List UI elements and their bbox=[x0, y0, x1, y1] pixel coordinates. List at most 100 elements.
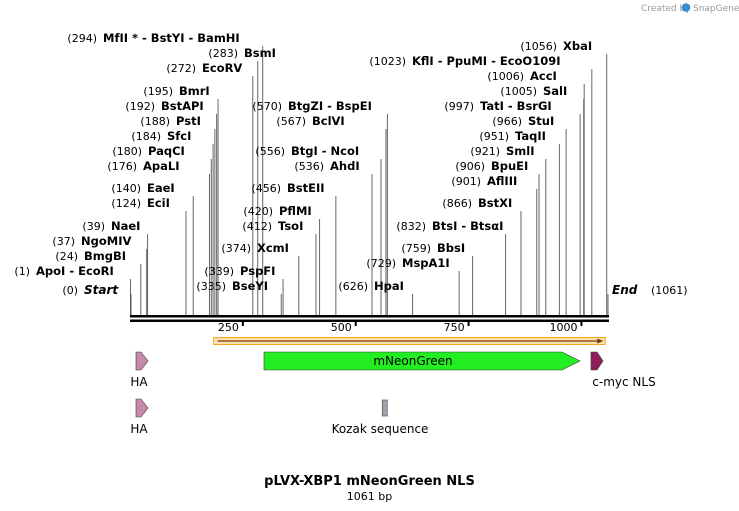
site-bstxi-position: (866) bbox=[442, 197, 472, 210]
site-bstxi-label[interactable]: BstXI bbox=[478, 196, 512, 210]
site-bsmi-position: (283) bbox=[208, 47, 238, 60]
site-bsmi-label[interactable]: BsmI bbox=[244, 46, 276, 60]
site-btsi-bts-i-position: (832) bbox=[396, 220, 426, 233]
site-xbai-label[interactable]: XbaI bbox=[563, 39, 592, 53]
site-btgi-ncoi-position: (556) bbox=[255, 145, 285, 158]
cut-site-lines bbox=[130, 46, 609, 315]
site-mspa1i-label[interactable]: MspA1I bbox=[402, 256, 450, 270]
site-btgzi-bspei-position: (570) bbox=[252, 100, 282, 113]
site-naei-label[interactable]: NaeI bbox=[111, 219, 140, 233]
site-ngomiv-position: (37) bbox=[52, 235, 75, 248]
site-paqci-label[interactable]: PaqCI bbox=[148, 144, 185, 158]
site-mfii-bstyi-bamhi-position: (294) bbox=[67, 32, 97, 45]
feature-ha-1[interactable] bbox=[135, 351, 149, 371]
ruler-tick-label: 500 bbox=[331, 321, 352, 334]
site-apoi-ecori-label[interactable]: ApoI - EcoRI bbox=[36, 264, 114, 278]
site-smli-position: (921) bbox=[470, 145, 500, 158]
site-ecii-position: (124) bbox=[111, 197, 141, 210]
orf-track bbox=[213, 337, 606, 345]
site-apoi-ecori-position: (1) bbox=[14, 265, 30, 278]
backbone-top-strand bbox=[130, 315, 609, 318]
site-pflmi-position: (420) bbox=[243, 205, 273, 218]
feature-kozak[interactable] bbox=[381, 399, 388, 417]
site-tati-bsrgi-position: (997) bbox=[444, 100, 474, 113]
end-label: End bbox=[612, 283, 638, 297]
backbone-bottom-strand bbox=[130, 319, 609, 322]
site-afliii-position: (901) bbox=[451, 175, 481, 188]
site-paqci-position: (180) bbox=[112, 145, 142, 158]
site-ecii-label[interactable]: EciI bbox=[147, 196, 170, 210]
site-psti-position: (188) bbox=[140, 115, 170, 128]
site-smli-label[interactable]: SmlI bbox=[506, 144, 535, 158]
site-apali-label[interactable]: ApaLI bbox=[143, 159, 180, 173]
site-pflmi-label[interactable]: PflMI bbox=[279, 204, 312, 218]
start-label: Start bbox=[84, 283, 119, 297]
site-bsteii-position: (456) bbox=[251, 182, 281, 195]
feature-ha-1-label: HA bbox=[130, 375, 148, 389]
snapgene-logo-icon bbox=[681, 3, 691, 12]
feature-mneongreen[interactable] bbox=[263, 351, 581, 371]
feature-c-myc-nls-label: c-myc NLS bbox=[592, 375, 655, 389]
cut-site-labels: (294) MfII * - BstYI - BamHI (283) BsmI (272… bbox=[14, 31, 687, 297]
watermark-prefix: Created by bbox=[641, 4, 691, 14]
site-bmgbi-position: (24) bbox=[55, 250, 78, 263]
site-tati-bsrgi-label[interactable]: TatI - BsrGI bbox=[480, 99, 552, 113]
start-position: (0) bbox=[62, 284, 78, 297]
site-acci-position: (1006) bbox=[487, 70, 524, 83]
feature-ha-2-label: HA bbox=[130, 422, 148, 436]
site-mfii-bstyi-bamhi-label[interactable]: MfII * - BstYI - BamHI bbox=[103, 31, 240, 45]
site-bpuei-position: (906) bbox=[455, 160, 485, 173]
site-sali-label[interactable]: SalI bbox=[543, 84, 567, 98]
map-title: pLVX-XBP1 mNeonGreen NLS bbox=[264, 474, 475, 489]
snapgene-watermark: Created by SnapGene bbox=[641, 3, 739, 14]
feature-mneongreen-label: mNeonGreen bbox=[373, 354, 452, 368]
site-stui-position: (966) bbox=[492, 115, 522, 128]
site-sali-position: (1005) bbox=[500, 85, 537, 98]
site-bbsi-label[interactable]: BbsI bbox=[437, 241, 465, 255]
site-bsteii-label[interactable]: BstEII bbox=[287, 181, 325, 195]
site-bstapi-position: (192) bbox=[125, 100, 155, 113]
site-hpai-position: (626) bbox=[338, 280, 368, 293]
site-bstapi-label[interactable]: BstAPI bbox=[161, 99, 204, 113]
map-length: 1061 bp bbox=[347, 490, 392, 503]
site-kfli-ppumi-ecoo109i-label[interactable]: KflI - PpuMI - EcoO109I bbox=[412, 54, 560, 68]
feature-c-myc-nls[interactable] bbox=[590, 351, 604, 371]
site-xcmi-position: (374) bbox=[221, 242, 251, 255]
site-naei-position: (39) bbox=[82, 220, 105, 233]
site-tsoi-label[interactable]: TsoI bbox=[278, 219, 303, 233]
site-ecorv-position: (272) bbox=[166, 62, 196, 75]
site-bmri-label[interactable]: BmrI bbox=[179, 84, 210, 98]
site-acci-label[interactable]: AccI bbox=[530, 69, 557, 83]
site-bmgbi-label[interactable]: BmgBI bbox=[84, 249, 126, 263]
site-btsi-bts-i-label[interactable]: BtsI - BtsαI bbox=[432, 219, 503, 233]
site-hpai-label[interactable]: HpaI bbox=[374, 279, 404, 293]
site-stui-label[interactable]: StuI bbox=[528, 114, 554, 128]
watermark-brand: SnapGene bbox=[693, 4, 739, 14]
orf-arrowhead bbox=[597, 338, 604, 344]
site-bclvi-position: (567) bbox=[276, 115, 306, 128]
site-ngomiv-label[interactable]: NgoMIV bbox=[81, 234, 131, 248]
site-mspa1i-position: (729) bbox=[366, 257, 396, 270]
site-sfci-position: (184) bbox=[131, 130, 161, 143]
site-bclvi-label[interactable]: BclVI bbox=[312, 114, 345, 128]
site-psti-label[interactable]: PstI bbox=[176, 114, 201, 128]
site-bseyi-label[interactable]: BseYI bbox=[232, 279, 268, 293]
site-btgi-ncoi-label[interactable]: BtgI - NcoI bbox=[291, 144, 359, 158]
feature-ha-2[interactable] bbox=[135, 398, 149, 418]
site-bpuei-label[interactable]: BpuEI bbox=[491, 159, 528, 173]
site-xbai-position: (1056) bbox=[520, 40, 557, 53]
site-btgzi-bspei-label[interactable]: BtgZI - BspEI bbox=[288, 99, 372, 113]
site-ahdi-label[interactable]: AhdI bbox=[330, 159, 360, 173]
site-ecorv-label[interactable]: EcoRV bbox=[202, 61, 242, 75]
site-pspfi-label[interactable]: PspFI bbox=[240, 264, 275, 278]
site-bseyi-position: (335) bbox=[196, 280, 226, 293]
end-position: (1061) bbox=[651, 284, 688, 297]
site-afliii-label[interactable]: AflIII bbox=[487, 174, 517, 188]
site-sfci-label[interactable]: SfcI bbox=[167, 129, 191, 143]
site-xcmi-label[interactable]: XcmI bbox=[257, 241, 289, 255]
site-taqii-label[interactable]: TaqII bbox=[515, 129, 546, 143]
site-eaei-label[interactable]: EaeI bbox=[147, 181, 175, 195]
